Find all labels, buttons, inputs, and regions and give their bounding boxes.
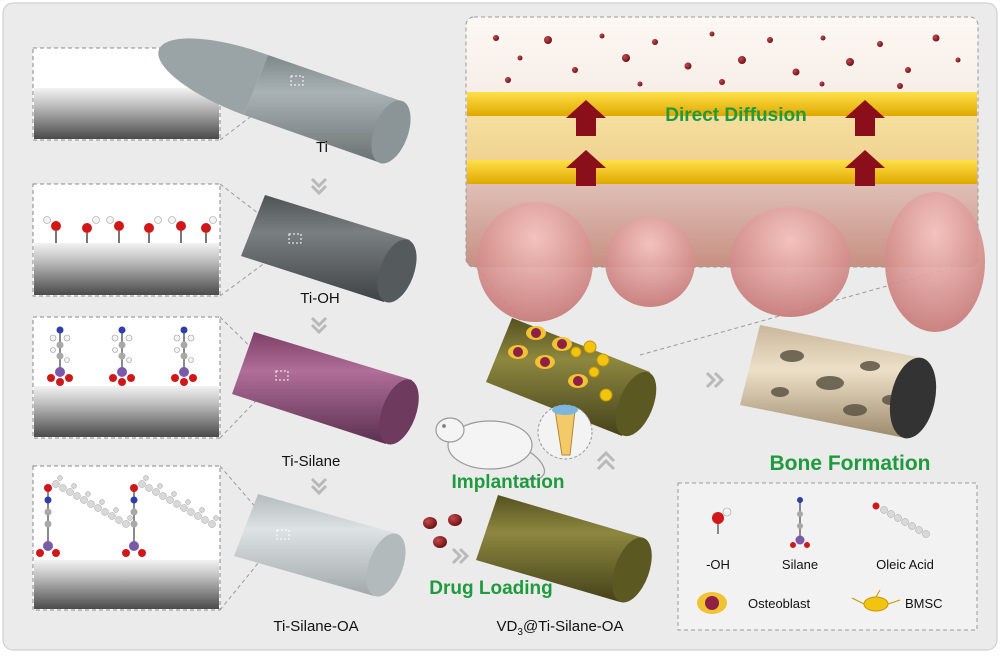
legend-silane-icon bbox=[790, 497, 810, 548]
surface-box-ti-oh bbox=[32, 183, 221, 297]
label-drug-loading: Drug Loading bbox=[429, 578, 552, 599]
label-ti: Ti bbox=[316, 139, 328, 156]
vd3-drug-particles bbox=[423, 514, 462, 548]
cell-domes bbox=[477, 192, 985, 332]
label-ti-silane-oa: Ti-Silane-OA bbox=[273, 618, 358, 635]
process-chevrons bbox=[310, 177, 725, 565]
bmsc-cells bbox=[570, 340, 613, 402]
femur-illustration bbox=[537, 404, 593, 460]
label-ti-oh: Ti-OH bbox=[300, 290, 339, 307]
diffusion-arrows bbox=[566, 100, 885, 186]
osteoblast-cells bbox=[508, 326, 588, 388]
legend-oh-label: -OH bbox=[706, 557, 730, 572]
legend-oh-icon bbox=[712, 507, 732, 534]
legend-bmsc-icon bbox=[851, 589, 901, 612]
released-drug-particles bbox=[493, 31, 961, 89]
surface-box-ti-silane bbox=[32, 316, 221, 439]
oleic-acid-chains bbox=[36, 474, 220, 558]
legend-silane-label: Silane bbox=[782, 557, 818, 572]
hydroxyl-groups bbox=[43, 216, 217, 243]
legend-osteoblast-label: Osteoblast bbox=[748, 596, 811, 611]
cylinder-ti bbox=[158, 38, 411, 164]
label-implantation: Implantation bbox=[452, 472, 565, 493]
legend-box: -OH Silane Oleic Acid Osteoblast BMSC bbox=[677, 482, 978, 631]
cylinder-ti-silane-oa bbox=[234, 494, 406, 597]
silane-molecules bbox=[47, 325, 198, 387]
legend-osteoblast-icon bbox=[697, 592, 727, 614]
cylinder-vd3-ti-silane-oa bbox=[476, 495, 652, 603]
mouse-illustration bbox=[435, 417, 545, 481]
surface-box-ti-silane-oa bbox=[32, 465, 221, 611]
legend-oleic-acid-label: Oleic Acid bbox=[876, 557, 934, 572]
legend-bmsc-label: BMSC bbox=[905, 596, 943, 611]
cylinder-ti-oh bbox=[241, 195, 417, 303]
label-ti-silane: Ti-Silane bbox=[282, 453, 341, 470]
label-vd3-ti-silane-oa: VD3@Ti-Silane-OA bbox=[497, 618, 624, 638]
cylinder-implanted bbox=[486, 318, 657, 437]
diffusion-panel: Direct Diffusion bbox=[465, 16, 985, 332]
cylinder-ti-silane bbox=[232, 332, 419, 445]
legend-oleic-acid-icon bbox=[872, 502, 930, 538]
lipid-tails bbox=[467, 116, 977, 160]
cylinder-bone bbox=[740, 325, 937, 439]
label-direct-diffusion: Direct Diffusion bbox=[665, 105, 806, 126]
label-bone-formation: Bone Formation bbox=[770, 452, 931, 475]
lipid-layer-bottom bbox=[467, 160, 977, 184]
lipid-layer-top bbox=[467, 92, 977, 116]
